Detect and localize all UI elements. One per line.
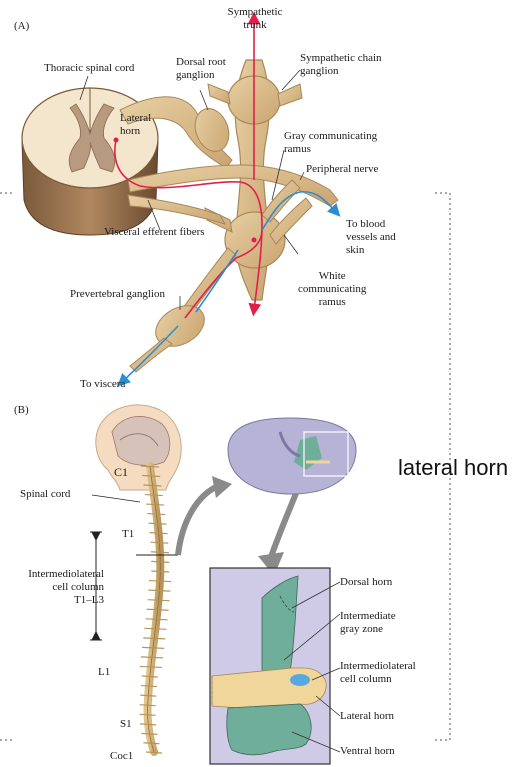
label-lateral-horn-b: Lateral horn bbox=[340, 710, 395, 722]
label-iml-range-line2: cell column bbox=[52, 581, 104, 593]
vertebra-tick bbox=[151, 560, 170, 563]
peripheral-nerve bbox=[127, 164, 339, 245]
dorsal-root-ganglion bbox=[119, 96, 233, 169]
label-peripheral-nerve: Peripheral nerve bbox=[306, 163, 379, 175]
label-sympathetic-trunk-line1: Sympathetic bbox=[227, 6, 283, 18]
vertebra-tick bbox=[151, 570, 170, 573]
label-to-blood-vessels: To blood vessels and skin bbox=[346, 218, 396, 257]
label-iml-col-line2: cell column bbox=[340, 673, 392, 685]
label-s1: S1 bbox=[120, 718, 132, 730]
label-lateral-horn-line2: horn bbox=[120, 125, 141, 137]
label-lateral-horn-line1: Lateral bbox=[120, 112, 152, 124]
vertebra-tick bbox=[140, 656, 163, 659]
panel-b-leader-lines bbox=[283, 581, 341, 753]
vertebra-tick bbox=[149, 532, 168, 535]
label-prevertebral-ganglion: Prevertebral ganglion bbox=[70, 288, 165, 300]
vertebra-tick bbox=[148, 522, 167, 525]
label-ventral-horn: Ventral horn bbox=[340, 745, 395, 757]
label-dorsal-root-ganglion: Dorsal root ganglion bbox=[176, 56, 226, 82]
panel-b-letter: (B) bbox=[14, 404, 29, 416]
label-gray-communicating-ramus: Gray communicating ramus bbox=[284, 130, 377, 156]
preganglionic-fiber-path bbox=[113, 11, 263, 319]
head-profile bbox=[95, 404, 182, 491]
label-drg-line2: ganglion bbox=[176, 69, 215, 81]
vertebra-tick bbox=[143, 484, 162, 487]
label-lateral-horn-a: Lateral horn bbox=[120, 112, 151, 138]
label-intermediate-gray-zone: Intermediate gray zone bbox=[340, 610, 396, 636]
panel-bracket bbox=[0, 192, 451, 741]
vertebra-tick bbox=[145, 751, 163, 754]
spinal-column bbox=[143, 462, 165, 756]
vertebra-tick bbox=[142, 646, 165, 649]
vertebra-tick bbox=[141, 732, 158, 735]
lateral-horn-callout: lateral horn bbox=[398, 455, 509, 480]
label-t1: T1 bbox=[122, 528, 135, 540]
vertebra-tick bbox=[140, 694, 157, 697]
label-iml-range-line3: T1–L3 bbox=[74, 594, 104, 606]
vertebra-tick bbox=[146, 608, 169, 611]
vertebra-tick bbox=[147, 599, 170, 602]
sympathetic-trunk bbox=[204, 59, 303, 301]
vertebra-tick bbox=[140, 684, 158, 688]
vertebra-tick bbox=[146, 503, 165, 506]
vertebra-tick bbox=[143, 637, 166, 640]
label-intermediate-line1: Intermediate bbox=[340, 610, 396, 622]
label-white-ramus-line1: White bbox=[318, 270, 346, 282]
vertebra-tick bbox=[150, 541, 169, 544]
label-intermediolateral-range: Intermediolateral cell column T1–L3 bbox=[18, 568, 104, 607]
label-white-ramus-line3: ramus bbox=[318, 296, 346, 308]
label-white-ramus-line2: communicating bbox=[298, 283, 367, 295]
vertebra-tick bbox=[145, 618, 168, 621]
label-sympathetic-trunk: Sympathetic trunk bbox=[225, 6, 285, 32]
label-to-blood-line3: skin bbox=[346, 244, 365, 256]
vertebra-tick bbox=[150, 551, 169, 554]
label-chain-line1: Sympathetic chain bbox=[300, 52, 382, 64]
label-thoracic-spinal-cord: Thoracic spinal cord bbox=[44, 62, 135, 74]
label-visceral-efferent-fibers: Visceral efferent fibers bbox=[104, 226, 205, 238]
label-sympathetic-chain-ganglion: Sympathetic chain ganglion bbox=[300, 52, 382, 78]
label-l1: L1 bbox=[98, 666, 111, 678]
label-chain-line2: ganglion bbox=[300, 65, 339, 77]
vertebra-tick bbox=[148, 589, 171, 592]
label-white-communicating-ramus: White communicating ramus bbox=[298, 270, 366, 309]
label-gray-ramus-line1: Gray communicating bbox=[284, 130, 378, 142]
label-coc1: Coc1 bbox=[110, 750, 134, 762]
label-to-blood-line1: To blood bbox=[346, 218, 386, 230]
iml-range-bracket bbox=[90, 494, 178, 641]
inset-box bbox=[209, 567, 331, 765]
label-to-blood-line2: vessels and bbox=[346, 231, 396, 243]
label-c1: C1 bbox=[114, 465, 129, 479]
vertebrae bbox=[139, 465, 171, 754]
label-drg-line1: Dorsal root bbox=[176, 56, 226, 68]
vertebra-tick bbox=[148, 579, 171, 583]
panel-a-letter: (A) bbox=[14, 20, 30, 32]
label-intermediolateral-cell-column: Intermediolateral cell column bbox=[340, 660, 416, 686]
vertebra-tick bbox=[140, 723, 157, 726]
label-spinal-cord: Spinal cord bbox=[20, 488, 71, 500]
vertebra-tick bbox=[139, 704, 156, 707]
panel-a-leader-lines bbox=[79, 69, 305, 310]
vertebra-tick bbox=[144, 627, 167, 630]
label-gray-ramus-line2: ramus bbox=[284, 143, 311, 155]
vertebra-tick bbox=[139, 665, 162, 669]
label-to-viscera: To viscera bbox=[80, 378, 126, 390]
vertebra-tick bbox=[147, 512, 166, 516]
vertebra-tick bbox=[143, 742, 160, 745]
prevertebral-ganglion bbox=[129, 247, 237, 373]
label-intermediate-line2: gray zone bbox=[340, 623, 384, 635]
label-sympathetic-trunk-line2: trunk bbox=[243, 19, 267, 31]
vertebra-tick bbox=[139, 713, 156, 716]
vertebra-tick bbox=[141, 675, 158, 678]
label-dorsal-horn: Dorsal horn bbox=[340, 576, 393, 588]
label-iml-col-line1: Intermediolateral bbox=[340, 660, 416, 672]
vertebra-tick bbox=[142, 474, 161, 478]
postganglionic-fiber-path bbox=[117, 190, 341, 387]
vertebra-tick bbox=[140, 465, 160, 468]
cord-cross-section bbox=[227, 417, 357, 495]
label-iml-range-line1: Intermediolateral bbox=[28, 568, 104, 580]
vertebra-tick bbox=[144, 493, 163, 497]
